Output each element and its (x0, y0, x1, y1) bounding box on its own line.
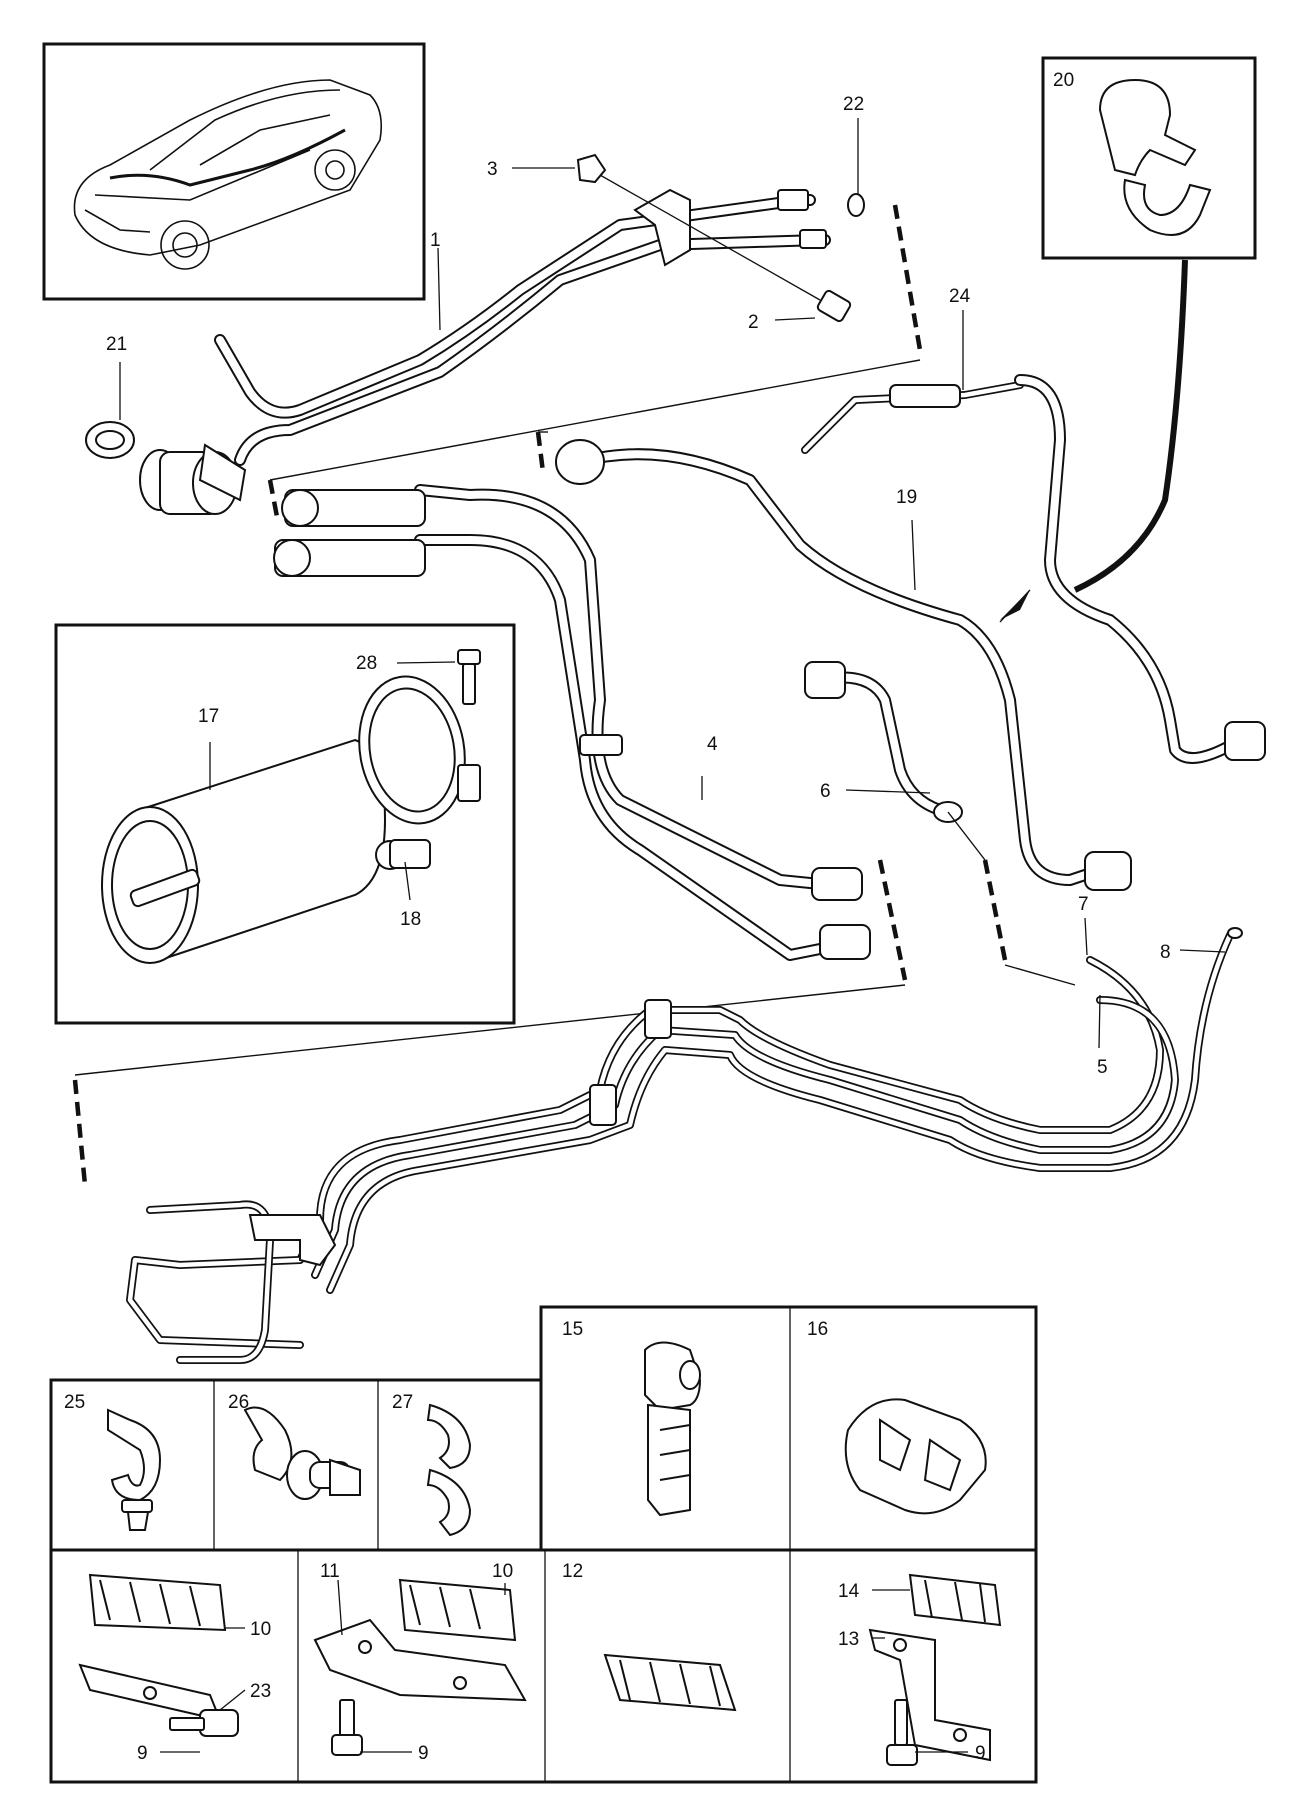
connector-dash-k (1004, 964, 1076, 986)
connector-dash-f (72, 1079, 88, 1186)
callout-9-right: 9 (975, 1743, 986, 1764)
callout-19: 19 (896, 487, 917, 508)
vehicle-locator-inset (42, 42, 426, 301)
callout-2: 2 (748, 312, 759, 333)
callout-24: 24 (949, 286, 971, 307)
callout-9-middle: 9 (418, 1743, 429, 1764)
callout-11: 11 (320, 1561, 340, 1582)
clip-27 (426, 1403, 472, 1537)
connector-dash-a (892, 204, 923, 351)
callout-3: 3 (487, 159, 498, 180)
fuel-filter-inset (54, 623, 516, 1025)
callout-12: 12 (562, 1561, 583, 1582)
callout-23: 23 (250, 1681, 271, 1702)
callout-9-left: 9 (137, 1743, 148, 1764)
callout-28: 28 (356, 653, 377, 674)
callout-26: 26 (228, 1392, 249, 1413)
clip-10-bracket-11 (313, 1578, 527, 1756)
fuel-hose-6 (804, 661, 963, 823)
callout-27: 27 (392, 1392, 413, 1413)
connector-dash-c (267, 479, 281, 523)
fuel-hose-24 (801, 374, 1266, 764)
screw-2 (599, 174, 852, 323)
filter-clamp-18 (358, 675, 481, 870)
connector-dash-i (947, 811, 986, 861)
callout-labels: 1 2 3 4 5 6 7 8 9 9 9 10 10 11 12 13 14 … (64, 70, 1171, 1764)
callout-21: 21 (106, 334, 127, 355)
fuel-line-1 (214, 188, 831, 466)
callout-6: 6 (820, 781, 831, 802)
callout-1: 1 (430, 230, 441, 251)
fuel-filter-connector (139, 443, 247, 515)
fuel-lines-5-7-8 (126, 927, 1243, 1364)
fuel-filter-17 (101, 738, 387, 964)
callout-16: 16 (807, 1319, 828, 1340)
clip-25 (107, 1408, 162, 1531)
clip-10-bracket-23 (78, 1573, 239, 1737)
callout-15: 15 (562, 1319, 583, 1340)
hose-clip-icon (1098, 78, 1212, 236)
clip-20-inset (1041, 56, 1257, 260)
connector-dash-e (74, 984, 906, 1076)
callout-25: 25 (64, 1392, 85, 1413)
callout-10-middle: 10 (492, 1561, 513, 1582)
arrow-icon (999, 589, 1031, 623)
washer-22 (847, 193, 865, 217)
car-icon (73, 79, 383, 270)
clip-15 (644, 1341, 702, 1517)
callout-8: 8 (1160, 942, 1171, 963)
nut-3 (576, 153, 607, 184)
callout-13: 13 (838, 1629, 859, 1650)
callout-20: 20 (1053, 70, 1074, 91)
clip-leader-20 (1073, 259, 1188, 593)
seal-ring-21 (85, 421, 135, 459)
callout-14: 14 (838, 1581, 860, 1602)
clip-26 (243, 1406, 361, 1500)
fuel-hose-19 (555, 439, 1132, 891)
fuel-line-4 (273, 484, 871, 961)
connector-dash-b (269, 359, 921, 481)
connector-dash-j (982, 859, 1008, 961)
connector-dash-g (535, 431, 546, 473)
screw-28 (457, 649, 481, 705)
clip-16 (844, 1398, 987, 1515)
callout-5: 5 (1097, 1057, 1108, 1078)
callout-10-left: 10 (250, 1619, 271, 1640)
callout-22: 22 (843, 94, 864, 115)
clip-grid (49, 1305, 1038, 1784)
leader-lines (119, 118, 1226, 1753)
callout-17: 17 (198, 706, 219, 727)
connector-dash-d (877, 859, 908, 981)
callout-7: 7 (1078, 894, 1089, 915)
clip-14-bracket-13 (868, 1573, 1002, 1766)
callout-4: 4 (707, 734, 718, 755)
callout-18: 18 (400, 909, 421, 930)
clip-12 (603, 1653, 737, 1712)
